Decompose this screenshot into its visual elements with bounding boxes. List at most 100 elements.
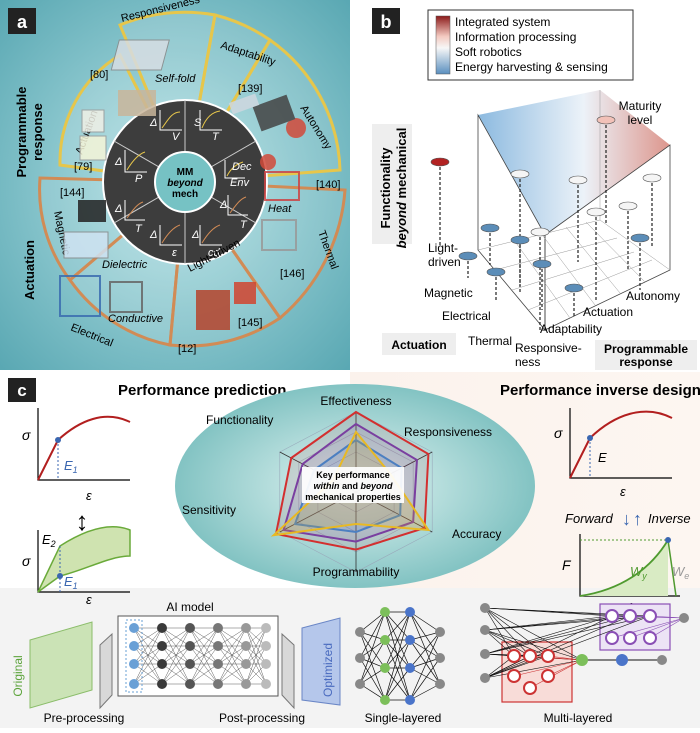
ai-edge (133, 645, 163, 665)
panel-b-letter-box (372, 8, 400, 34)
panel-c-letter: c (17, 381, 26, 400)
single-node (355, 627, 365, 637)
legend-info: Information processing (455, 30, 576, 44)
multi-red-node (523, 649, 537, 663)
single-edge (359, 611, 386, 659)
ai-edge (217, 663, 247, 685)
ai-node (213, 641, 223, 651)
svg-text:driven: driven (428, 255, 461, 269)
multi-edge (484, 615, 651, 679)
level-marker (586, 207, 606, 217)
svg-text:E1: E1 (64, 458, 78, 475)
multi-edge (484, 615, 651, 631)
ai-node (241, 623, 251, 633)
single-edge (409, 631, 441, 701)
radar-label-functionality: Functionality (206, 413, 273, 427)
level-marker (630, 233, 650, 243)
level-marker (618, 201, 638, 211)
multi-edge (484, 615, 631, 655)
svg-text:Magnetic: Magnetic (424, 286, 473, 300)
multi-edge (484, 607, 531, 657)
single-edge (409, 611, 441, 659)
single-edge (409, 657, 441, 669)
key-line2: within and beyond (313, 481, 393, 491)
z-label-box (372, 124, 412, 244)
ai-node (157, 679, 167, 689)
title-prediction: Performance prediction (118, 382, 286, 399)
ref-146: [146] (280, 268, 304, 280)
single-edge (359, 631, 386, 669)
label-post: Post-processing (219, 711, 305, 725)
magnetic-pillars-icon (78, 200, 106, 222)
svg-text:Env: Env (230, 177, 250, 189)
svg-text:E: E (598, 450, 607, 465)
svg-text:σ: σ (554, 425, 563, 441)
pre-filter-icon (99, 632, 113, 710)
multi-edge (484, 655, 531, 679)
label-self-fold: Self-fold (155, 73, 196, 85)
ref-80: [80] (90, 69, 108, 81)
ai-input-frame (125, 619, 143, 693)
maturity-level2: level (628, 113, 653, 127)
panel-a-letter: a (17, 12, 28, 32)
svg-text:P: P (135, 173, 143, 185)
svg-text:Light-: Light- (428, 241, 458, 255)
multi-edge (484, 607, 515, 657)
single-edge (409, 631, 441, 669)
ai-node (129, 623, 139, 633)
ref-140: [140] (316, 179, 340, 191)
ai-edge (189, 645, 219, 685)
thermal-lattice-icon (264, 171, 300, 201)
svg-text:Responsive-: Responsive- (515, 341, 582, 355)
multi-purple-node (623, 631, 637, 645)
ai-node (185, 641, 195, 651)
level-marker (510, 235, 530, 245)
illustrations (59, 39, 306, 330)
double-arrow-icon: ↕ (76, 506, 89, 536)
label-multi: Multi-layered (544, 711, 613, 725)
single-node (355, 679, 365, 689)
radar-label-sensitivity: Sensitivity (182, 503, 236, 517)
svg-text:ness: ness (515, 355, 540, 369)
ai-edge (189, 645, 219, 665)
svg-text:Actuation: Actuation (583, 305, 633, 319)
ai-edge (161, 645, 191, 685)
side-label-programmable: Programmable (14, 86, 29, 177)
grid-lines (477, 90, 671, 319)
ai-node (185, 679, 195, 689)
ai-node (241, 659, 251, 669)
multi-edge (484, 607, 583, 661)
forward-arrow-icon: ↓ (622, 509, 631, 529)
svg-text:V: V (172, 131, 181, 143)
label-dielectric: Dielectric (102, 259, 148, 271)
svg-text:cd: cd (208, 247, 221, 259)
ai-edge (161, 627, 191, 685)
light-lattice-icon (196, 290, 230, 330)
box-programmable (595, 340, 697, 370)
thermal-lattice2-icon (261, 219, 297, 251)
single-node (355, 653, 365, 663)
single-node (380, 695, 390, 705)
svg-text:T: T (212, 131, 220, 143)
multi-hub-node (576, 654, 588, 666)
box-prog-text1: Programmable (604, 342, 688, 356)
adaptability-sheet-icon (228, 93, 260, 115)
multi-red-node (507, 649, 521, 663)
legend-energy: Energy harvesting & sensing (455, 60, 608, 74)
svg-text:Δ: Δ (219, 199, 227, 211)
z-label-functionality: Functionality (378, 147, 393, 229)
inverse-label: Inverse (648, 511, 691, 526)
ai-node (157, 623, 167, 633)
multi-output-node (679, 613, 689, 623)
multi-layered-net (480, 603, 689, 703)
ai-edge (245, 627, 267, 665)
single-edge (359, 611, 386, 685)
svg-text:ε: ε (86, 592, 92, 607)
ai-node (129, 679, 139, 689)
svg-text:Δ: Δ (191, 229, 199, 241)
programmable-axis-labels: Autonomy Actuation Adaptability Responsi… (515, 289, 680, 369)
ai-edge (189, 627, 219, 685)
single-node (380, 635, 390, 645)
key-line3: mechanical properties (305, 492, 401, 502)
